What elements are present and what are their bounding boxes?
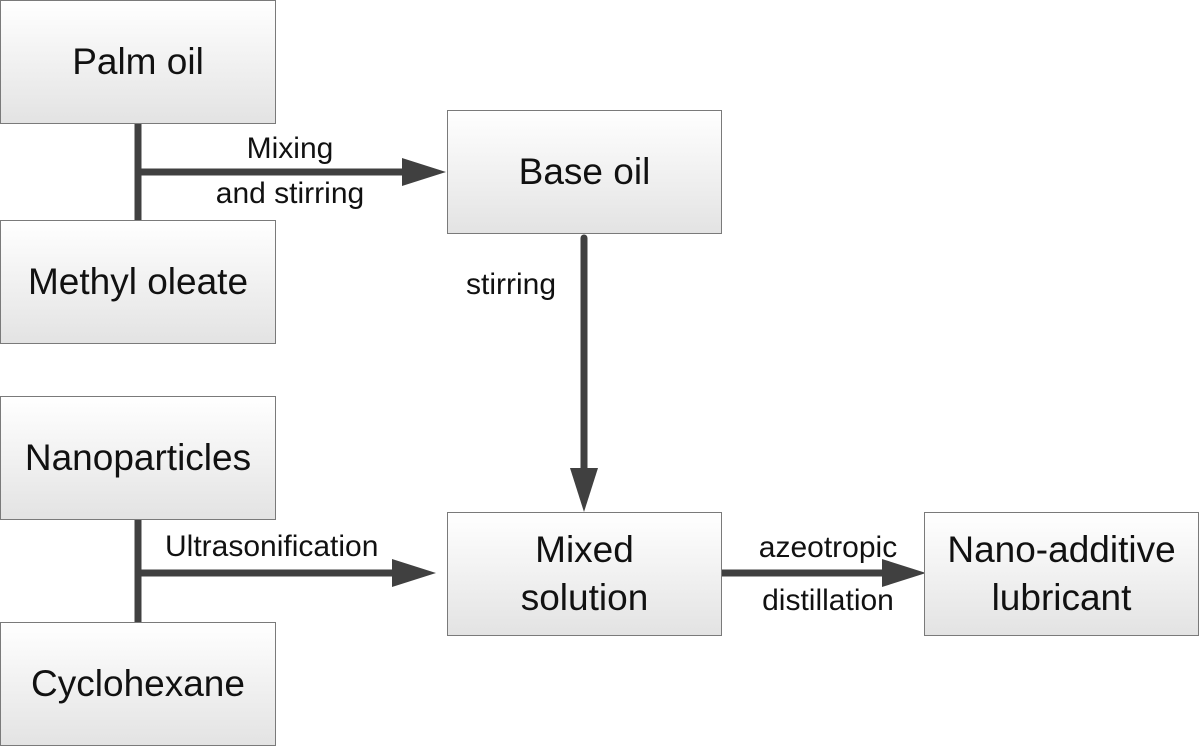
edge-label-mixing: Mixing and stirring (190, 126, 390, 216)
node-label: Cyclohexane (31, 662, 245, 704)
edge-label-stirring: stirring (466, 262, 556, 307)
arrowhead-ultrasonification (392, 559, 436, 587)
arrowhead-distillation (882, 559, 926, 587)
edge-label-line2: and stirring (215, 177, 365, 210)
node-label-line1: Nano-additive (947, 528, 1176, 570)
edge-label-text: Ultrasonification (165, 530, 379, 563)
node-label: Palm oil (72, 40, 204, 82)
edge-label-line1: azeotropic (758, 531, 898, 564)
node-methyl-oleate: Methyl oleate (0, 220, 276, 344)
node-base-oil: Base oil (447, 110, 722, 234)
node-label: Methyl oleate (27, 260, 249, 302)
edge-label-ultrasonification: Ultrasonification (165, 524, 378, 569)
edge-label-line1: Mixing (246, 132, 334, 165)
arrowhead-stirring (570, 468, 598, 512)
node-label-line2: solution (520, 577, 649, 618)
node-label: Base oil (518, 150, 651, 192)
edge-label-text: stirring (466, 268, 557, 301)
node-label-line2: lubricant (991, 577, 1132, 618)
node-label-line1: Mixed (535, 528, 634, 570)
edge-label-line2: distillation (762, 583, 894, 617)
edge-label-azeotropic-distillation: azeotropic distillation (734, 522, 922, 627)
node-palm-oil: Palm oil (0, 0, 276, 124)
node-cyclohexane: Cyclohexane (0, 622, 276, 746)
node-nanoparticles: Nanoparticles (0, 396, 276, 520)
node-mixed-solution: Mixed solution (447, 512, 722, 636)
node-label: Nanoparticles (24, 436, 252, 478)
node-nano-additive-lubricant: Nano-additive lubricant (924, 512, 1199, 636)
arrowhead-mixing (402, 158, 446, 186)
